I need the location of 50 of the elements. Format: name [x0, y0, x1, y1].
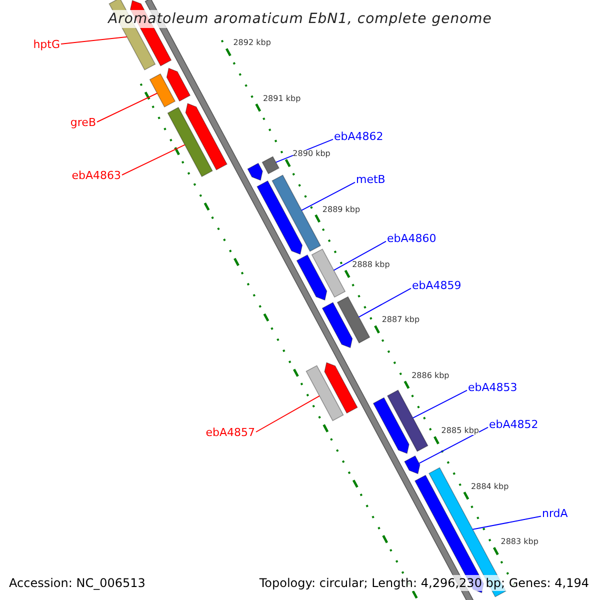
gene-bar [311, 248, 346, 298]
gene-bar [322, 302, 353, 348]
gene-label: ebA4859 [412, 280, 462, 290]
gene-bar [185, 103, 228, 170]
leader-line [472, 516, 542, 530]
scale-label: 2885 kbp [441, 427, 479, 436]
gene-bar [336, 296, 370, 344]
leader-line [122, 144, 186, 176]
scale-label: 2888 kbp [352, 261, 390, 270]
scale-label: 2891 kbp [262, 94, 301, 103]
info-text: Topology: circular; Length: 4,296,230 bp; Genes: 4,194 [259, 575, 589, 591]
info-text: Accession: NC_006513 [9, 575, 146, 591]
leader-line [96, 92, 158, 122]
leader-line [60, 36, 128, 44]
gene-bar [272, 174, 322, 252]
gene-bar [324, 362, 358, 414]
leader-line [418, 426, 488, 464]
leader-line [358, 288, 412, 318]
gene-bar [166, 68, 191, 102]
gene-bar [149, 73, 176, 108]
leader-line [256, 395, 320, 432]
gene-bar [306, 365, 344, 422]
gene-bar [247, 162, 263, 181]
gene-label: nrdA [542, 508, 568, 518]
gene-label: ebA4860 [387, 232, 436, 244]
gene-bar [296, 254, 328, 301]
leader-line [412, 390, 468, 418]
gene-label: ebA4852 [489, 418, 538, 430]
gene-label: ebA4862 [334, 130, 384, 142]
scale-label: 2887 kbp [382, 316, 420, 324]
gene-label: ebA4863 [72, 170, 121, 180]
gene-label: ebA4853 [468, 382, 518, 392]
gene-label: greB [70, 116, 96, 128]
leader-line [333, 240, 386, 271]
gene-bar [404, 455, 420, 474]
leader-line [301, 182, 356, 211]
scale-label: 2892 kbp [233, 39, 271, 48]
scale-label: 2886 kbp [412, 372, 450, 380]
scale-label: 2890 kbp [292, 150, 330, 158]
scale-label: 2884 kbp [471, 482, 509, 491]
gene-bar [386, 390, 428, 452]
gene-bar [262, 156, 280, 174]
gene-bar [256, 180, 303, 255]
gene-bar [167, 106, 213, 178]
scale-label: 2883 kbp [500, 538, 538, 546]
gene-label: ebA4857 [206, 426, 255, 438]
gene-label: metB [356, 174, 386, 184]
gene-bar [372, 397, 410, 454]
gene-label: hptG [33, 38, 60, 50]
scale-label: 2889 kbp [322, 206, 360, 214]
